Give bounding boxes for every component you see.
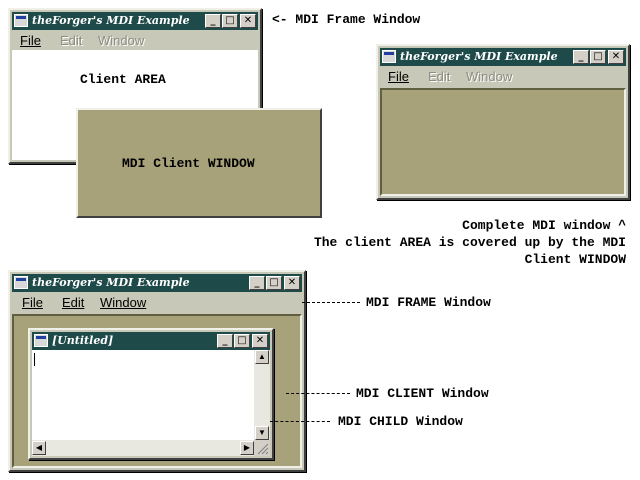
size-grip-lines bbox=[257, 443, 269, 455]
size-grip-icon[interactable] bbox=[254, 440, 270, 456]
scroll-down-icon[interactable]: ▼ bbox=[255, 426, 269, 440]
title-bar[interactable]: theForger's MDI Example _ □ ✕ bbox=[12, 12, 258, 30]
frame-window-annotation: <- MDI Frame Window bbox=[272, 12, 421, 27]
vertical-scrollbar[interactable]: ▲ ▼ bbox=[254, 350, 270, 440]
app-icon[interactable] bbox=[14, 14, 28, 27]
close-icon[interactable]: ✕ bbox=[252, 334, 268, 348]
menu-window[interactable]: Window bbox=[466, 69, 513, 84]
complete-caption-line1: Complete MDI window ^ bbox=[462, 218, 626, 233]
mdi-client-window-sample: MDI Client WINDOW bbox=[76, 108, 322, 218]
window-title: theForger's MDI Example bbox=[400, 50, 558, 63]
window-title: theForger's MDI Example bbox=[32, 14, 190, 27]
horizontal-scrollbar[interactable]: ◀ ▶ bbox=[32, 440, 254, 456]
maximize-icon[interactable]: □ bbox=[590, 50, 606, 64]
scroll-right-icon[interactable]: ▶ bbox=[240, 441, 254, 455]
minimize-icon[interactable]: _ bbox=[217, 334, 233, 348]
title-bar[interactable]: theForger's MDI Example _ □ ✕ bbox=[380, 48, 626, 66]
title-bar[interactable]: theForger's MDI Example _ □ ✕ bbox=[12, 274, 302, 292]
close-icon[interactable]: ✕ bbox=[240, 14, 256, 28]
document-icon[interactable] bbox=[34, 334, 48, 347]
window-title: theForger's MDI Example bbox=[32, 276, 190, 289]
menu-bar: File Edit Window bbox=[380, 68, 626, 86]
close-icon[interactable]: ✕ bbox=[284, 276, 300, 290]
child-window-label: MDI CHILD Window bbox=[338, 414, 463, 429]
menu-edit[interactable]: Edit bbox=[428, 69, 451, 84]
mdi-client-window-label: MDI Client WINDOW bbox=[122, 156, 255, 171]
menu-bar: File Edit Window bbox=[12, 32, 258, 50]
mdi-client-area bbox=[380, 88, 626, 196]
child-pointer-line bbox=[270, 421, 330, 422]
text-cursor bbox=[34, 353, 35, 366]
app-icon[interactable] bbox=[382, 50, 396, 63]
menu-edit[interactable]: Edit bbox=[60, 33, 83, 48]
client-area-label: Client AREA bbox=[80, 72, 166, 87]
scroll-left-icon[interactable]: ◀ bbox=[32, 441, 46, 455]
menu-bar: File Edit Window bbox=[12, 294, 302, 312]
complete-caption-line2: The client AREA is covered up by the MDI bbox=[313, 235, 626, 250]
minimize-icon[interactable]: _ bbox=[205, 14, 221, 28]
frame-window-2: theForger's MDI Example _ □ ✕ File Edit … bbox=[376, 44, 630, 200]
client-pointer-line bbox=[286, 393, 350, 394]
child-title-bar[interactable]: [Untitled] _ □ ✕ bbox=[32, 332, 270, 350]
mdi-child-window[interactable]: [Untitled] _ □ ✕ ▲ ▼ ◀ ▶ bbox=[28, 328, 274, 460]
complete-caption-line3: Client WINDOW bbox=[524, 252, 626, 267]
minimize-icon[interactable]: _ bbox=[573, 50, 589, 64]
maximize-icon[interactable]: □ bbox=[266, 276, 282, 290]
client-window-label: MDI CLIENT Window bbox=[356, 386, 489, 401]
frame-window-label: MDI FRAME Window bbox=[366, 295, 491, 310]
menu-window[interactable]: Window bbox=[98, 33, 145, 48]
app-icon[interactable] bbox=[14, 276, 28, 289]
maximize-icon[interactable]: □ bbox=[222, 14, 238, 28]
child-window-title: [Untitled] bbox=[52, 334, 114, 347]
maximize-icon[interactable]: □ bbox=[234, 334, 250, 348]
minimize-icon[interactable]: _ bbox=[249, 276, 265, 290]
text-edit-area[interactable] bbox=[32, 350, 254, 440]
close-icon[interactable]: ✕ bbox=[608, 50, 624, 64]
frame-pointer-line bbox=[302, 302, 360, 303]
frame-window-3: theForger's MDI Example _ □ ✕ File Edit … bbox=[8, 270, 306, 472]
scroll-up-icon[interactable]: ▲ bbox=[255, 350, 269, 364]
